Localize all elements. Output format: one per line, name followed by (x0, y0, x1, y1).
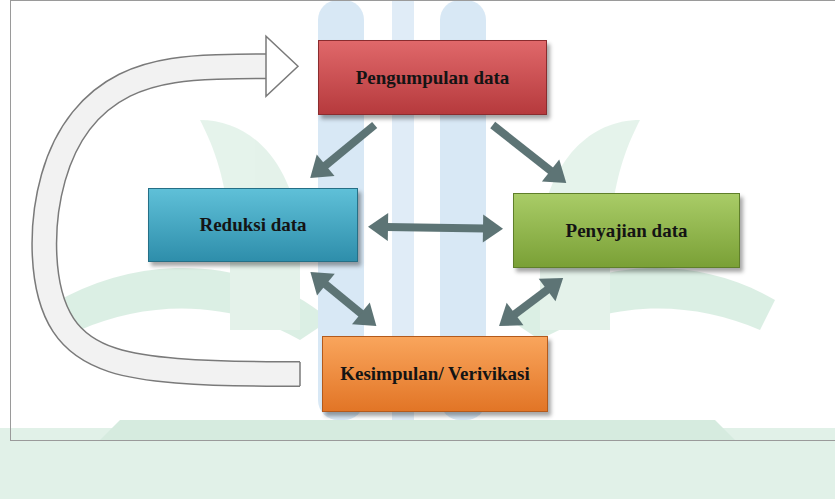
process-box: Pengumpulan data (318, 40, 547, 115)
process-box: Penyajian data (513, 193, 740, 268)
arrow-shaft (324, 283, 362, 314)
flow-arrow (493, 125, 567, 183)
arrow-head (499, 303, 523, 326)
box-label: Reduksi data (189, 209, 316, 241)
arrow-head (310, 272, 334, 296)
arrow-head (368, 213, 388, 241)
box-label: Penyajian data (556, 215, 698, 247)
flow-arrow (499, 278, 563, 326)
arrow-shaft (386, 227, 485, 228)
box-label: Kesimpulan/ Verivikasi (330, 358, 540, 390)
arrow-shaft (324, 125, 375, 167)
arrow-head (266, 36, 298, 96)
arrow-head (310, 154, 334, 178)
flow-arrow (310, 125, 374, 178)
arrow-head (352, 302, 376, 326)
process-box: Kesimpulan/ Verivikasi (322, 336, 548, 412)
arrow-shaft (493, 125, 552, 172)
frame (11, 1, 835, 441)
flow-arrow (368, 213, 503, 242)
arrow-head (542, 160, 566, 183)
arrow-tail (299, 362, 301, 386)
arrow-head (539, 278, 563, 301)
process-box: Reduksi data (148, 188, 358, 262)
arrow-shaft (513, 289, 548, 315)
flow-arrow (310, 272, 376, 326)
arrow-head (483, 214, 503, 242)
box-label: Pengumpulan data (346, 62, 520, 94)
